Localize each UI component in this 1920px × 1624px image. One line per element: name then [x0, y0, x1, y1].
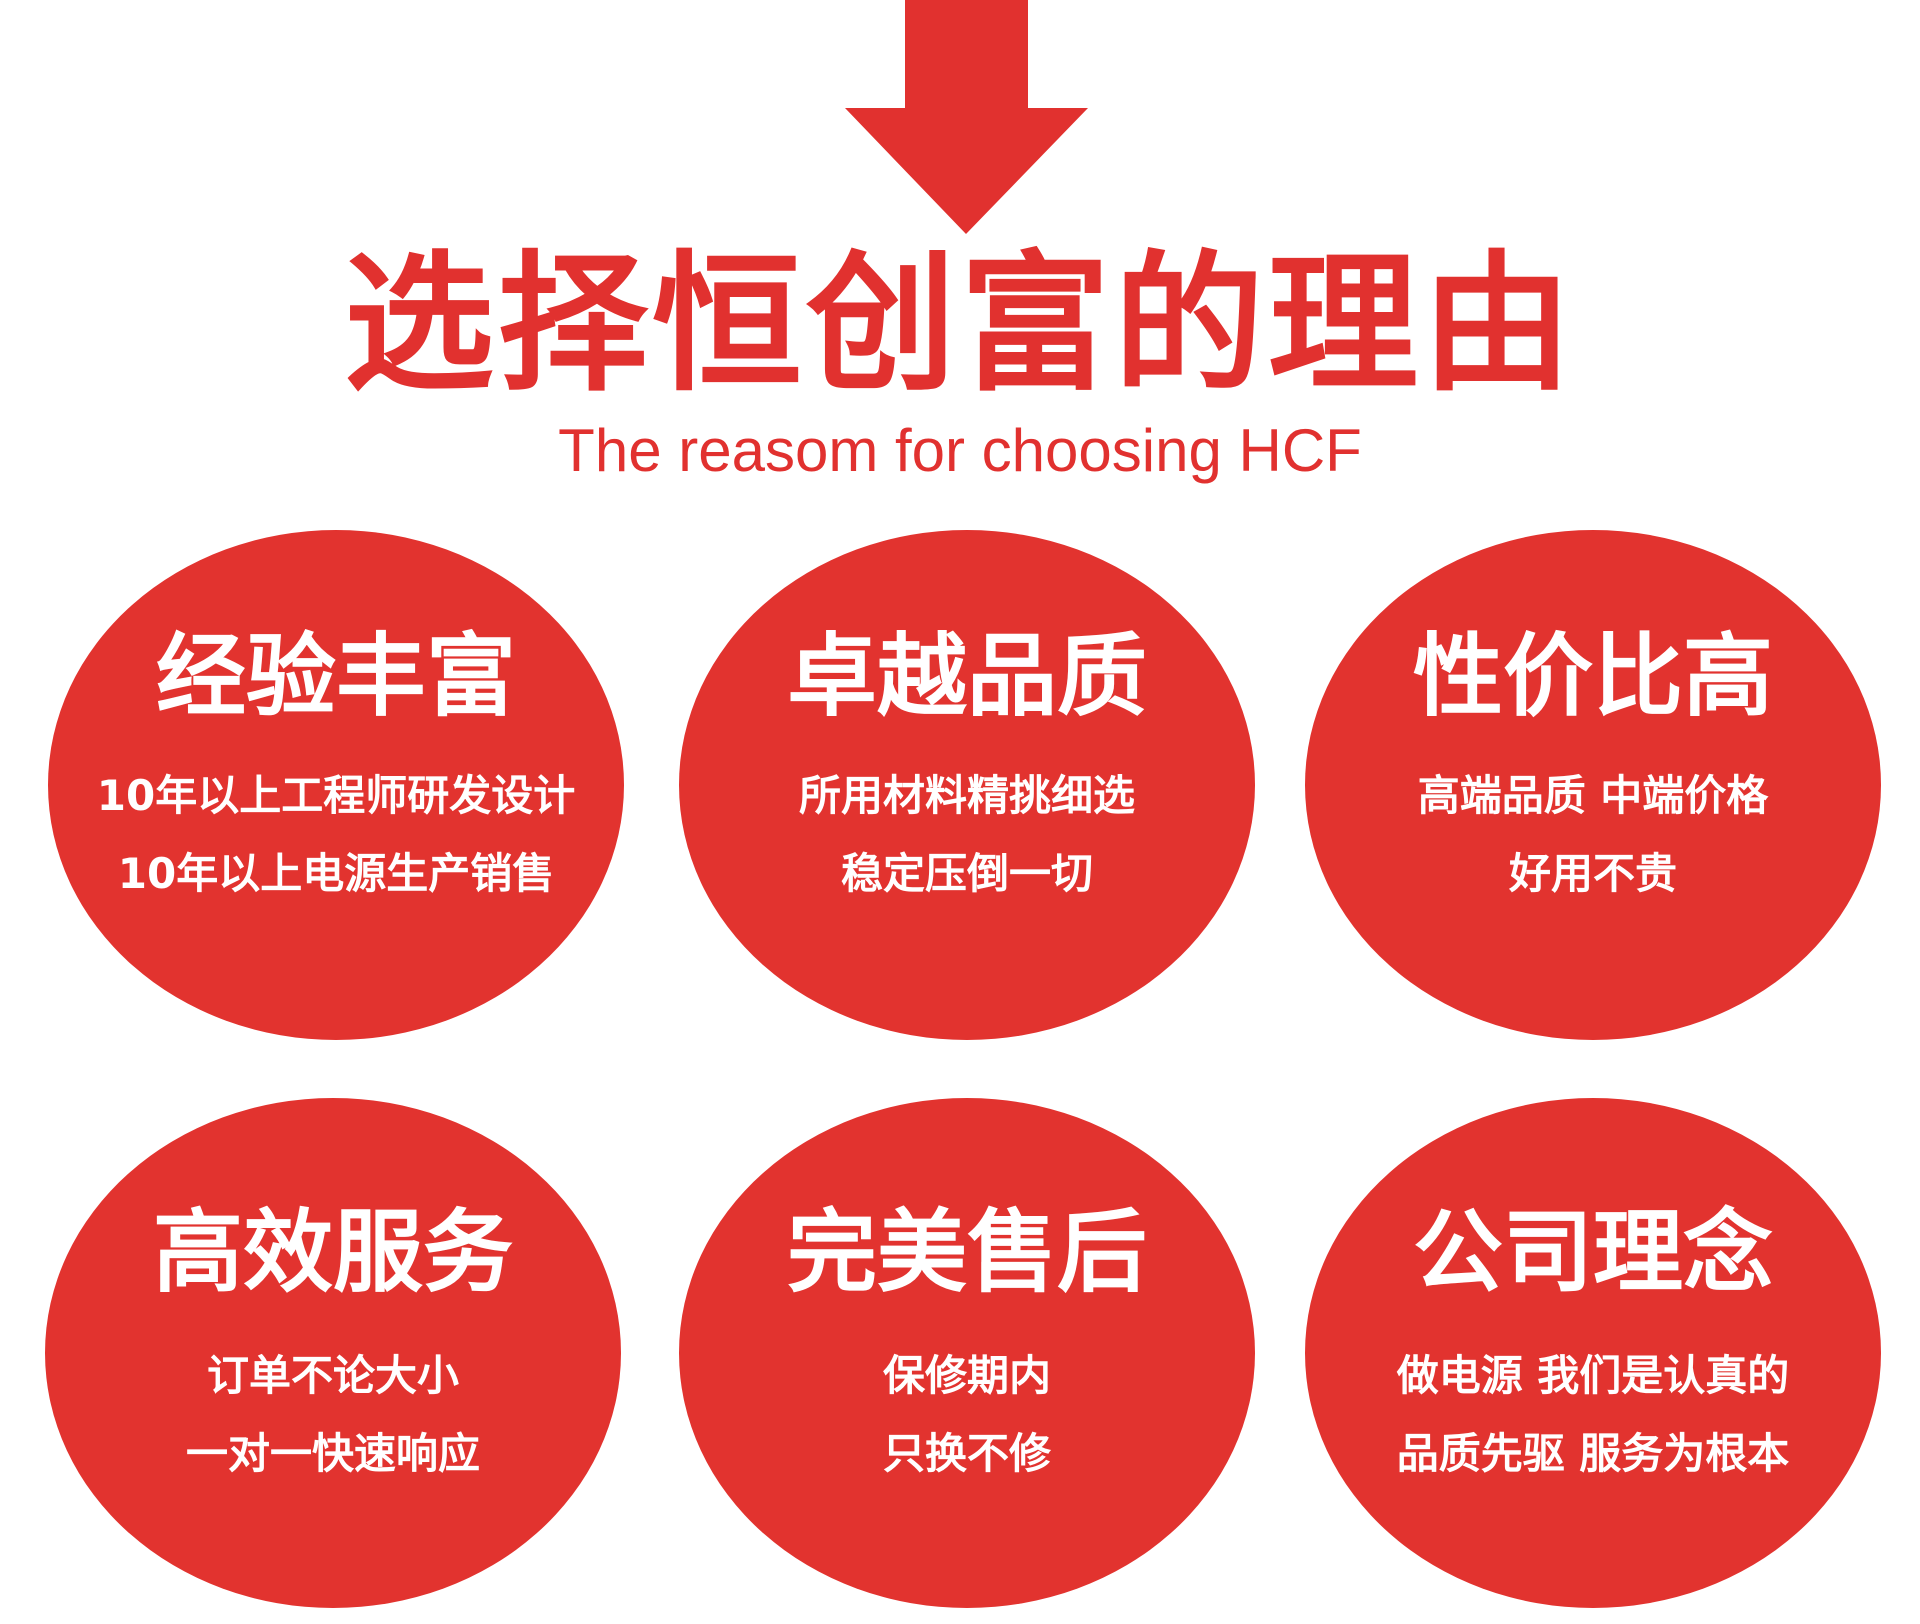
reason-line: 一对一快速响应 — [185, 1429, 480, 1478]
reason-heading: 完美售后 — [787, 1200, 1147, 1305]
reason-line: 做电源 我们是认真的 — [1396, 1351, 1790, 1400]
reason-circle-philosophy: 公司理念 做电源 我们是认真的 品质先驱 服务为根本 — [1305, 1098, 1881, 1608]
reason-line: 好用不贵 — [1508, 849, 1677, 898]
reason-line: 保修期内 — [882, 1351, 1051, 1400]
reason-circle-after-sales: 完美售后 保修期内 只换不修 — [679, 1098, 1255, 1608]
reason-heading: 性价比高 — [1413, 624, 1773, 729]
reason-circle-quality: 卓越品质 所用材料精挑细选 稳定压倒一切 — [679, 530, 1255, 1040]
down-arrow-icon — [845, 0, 1088, 234]
reason-line: 高端品质 中端价格 — [1417, 771, 1769, 820]
reason-heading: 卓越品质 — [787, 624, 1147, 729]
reason-heading: 经验丰富 — [156, 624, 516, 729]
reason-circle-value: 性价比高 高端品质 中端价格 好用不贵 — [1305, 530, 1881, 1040]
reason-circle-service: 高效服务 订单不论大小 一对一快速响应 — [45, 1098, 621, 1608]
reason-line: 品质先驱 服务为根本 — [1396, 1429, 1790, 1478]
reason-heading: 高效服务 — [153, 1200, 513, 1305]
reason-heading: 公司理念 — [1413, 1200, 1773, 1305]
reason-circle-experience: 经验丰富 10年以上工程师研发设计 10年以上电源生产销售 — [48, 530, 624, 1040]
reason-line: 稳定压倒一切 — [840, 849, 1093, 898]
page-subtitle: The reasom for choosing HCF — [558, 417, 1362, 484]
reason-line: 10年以上工程师研发设计 — [96, 771, 576, 820]
page-title: 选择恒创富的理由 — [343, 238, 1576, 412]
reason-line: 订单不论大小 — [206, 1351, 459, 1400]
reason-line: 只换不修 — [882, 1429, 1051, 1478]
reason-line: 10年以上电源生产销售 — [117, 849, 555, 898]
reason-line: 所用材料精挑细选 — [798, 771, 1135, 820]
